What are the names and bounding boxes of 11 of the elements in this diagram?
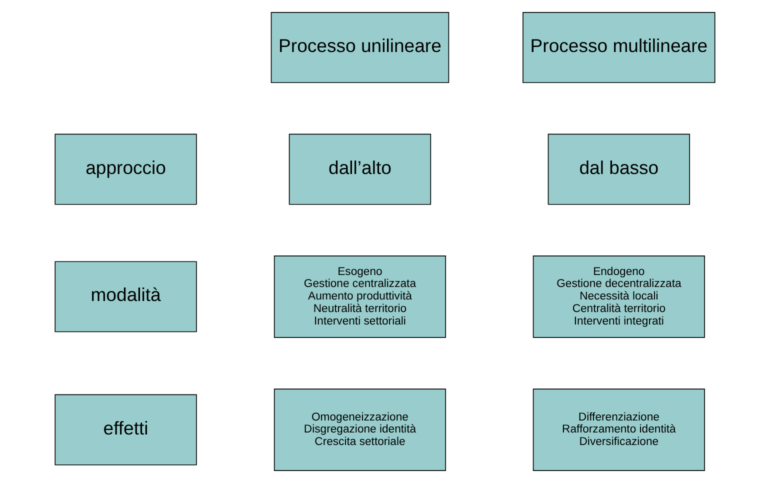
node-box: dall’alto xyxy=(288,134,432,205)
node-box: Endogeno Gestione decentralizzata Necessità locali Centralità territorio Interventi integrati xyxy=(532,256,705,338)
node-box: Esogeno Gestione centralizzata Aumento produttività Neutralità territorio Interventi settoriali xyxy=(274,256,446,338)
node-box: Omogeneizzazione Disgregazione identità Crescita settoriale xyxy=(274,388,446,471)
node-box: approccio xyxy=(54,134,197,205)
node-box: dal basso xyxy=(548,134,690,205)
node-box: effetti xyxy=(54,394,197,466)
node-box: modalità xyxy=(54,261,197,332)
node-box: Processo unilineare xyxy=(270,12,450,84)
node-box: Differenziazione Rafforzamento identità Diversificazione xyxy=(532,388,705,471)
node-box: Processo multilineare xyxy=(522,12,716,84)
